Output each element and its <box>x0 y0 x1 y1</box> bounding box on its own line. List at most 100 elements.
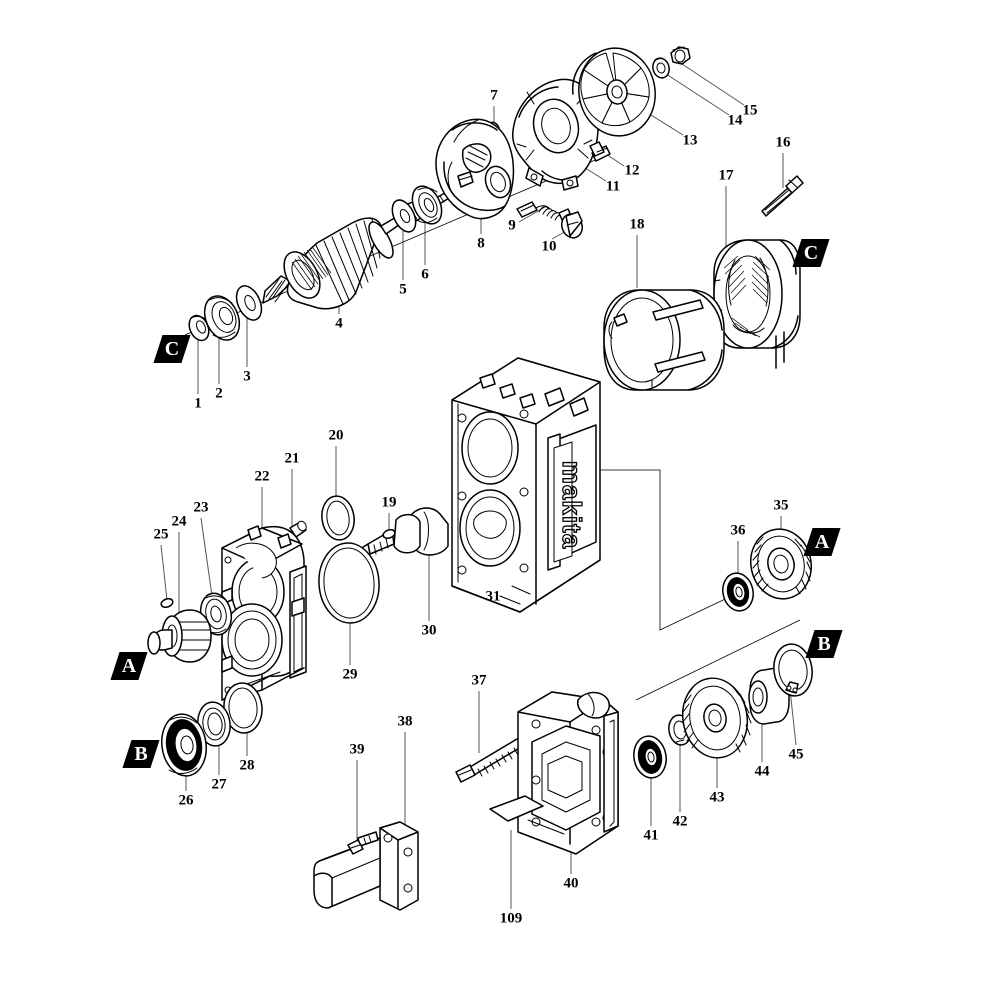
part-6-ball-bearing <box>411 185 443 225</box>
part-36-bearing <box>722 572 754 612</box>
callout-17: 17 <box>718 167 734 184</box>
callout-14: 14 <box>727 112 743 129</box>
callout-24: 24 <box>171 513 187 530</box>
leader-line-23 <box>200 517 213 597</box>
callout-41: 41 <box>643 827 659 844</box>
part-2-ball-bearing <box>203 295 241 341</box>
callout-37: 37 <box>471 672 487 689</box>
callout-9: 9 <box>508 217 516 234</box>
part-8-motor-bell-housing <box>435 118 515 220</box>
part-16-long-bolt <box>761 175 804 217</box>
part-39-bolt <box>347 831 379 855</box>
part-26-ball-bearing <box>161 713 207 777</box>
part-31-gear-housing: makita <box>451 357 601 613</box>
callout-15: 15 <box>742 102 758 119</box>
marker-plate: A <box>110 652 148 680</box>
callout-25: 25 <box>153 526 169 543</box>
marker-plate: C <box>153 335 191 363</box>
marker-letter: A <box>814 530 830 553</box>
callout-28: 28 <box>239 757 255 774</box>
callout-27: 27 <box>211 776 227 793</box>
callout-3: 3 <box>243 368 251 385</box>
callout-23: 23 <box>193 499 209 516</box>
leader-line-14 <box>662 71 730 116</box>
callout-40: 40 <box>563 875 579 892</box>
part-17-stator-core <box>713 239 801 369</box>
marker-plate: B <box>805 630 843 658</box>
part-18-motor-housing <box>603 289 725 391</box>
part-19-key <box>382 528 396 540</box>
callout-16: 16 <box>775 134 791 151</box>
callout-19: 19 <box>381 494 397 511</box>
marker-plate: C <box>792 239 830 267</box>
callout-30: 30 <box>421 622 437 639</box>
marker-plate: B <box>122 740 160 768</box>
callout-13: 13 <box>682 132 698 149</box>
marker-letter: C <box>803 241 819 264</box>
marker-c-right: C <box>792 239 830 267</box>
part-22-crank-housing <box>221 525 307 701</box>
marker-letter: B <box>134 742 148 765</box>
callout-5: 5 <box>399 281 407 298</box>
marker-b-right: B <box>805 630 843 658</box>
callout-26: 26 <box>178 792 194 809</box>
callout-12: 12 <box>624 162 640 179</box>
marker-letter: C <box>164 337 180 360</box>
part-20-o-ring <box>321 495 355 541</box>
part-37-bolt <box>455 735 527 783</box>
marker-a-right: A <box>803 528 841 556</box>
callout-1: 1 <box>194 395 202 412</box>
callout-36: 36 <box>730 522 746 539</box>
leader-line-25 <box>160 544 168 601</box>
callout-21: 21 <box>284 450 300 467</box>
part-5-washer <box>391 199 417 233</box>
callout-38: 38 <box>397 713 413 730</box>
callout-6: 6 <box>421 266 429 283</box>
part-12-screw <box>589 141 611 162</box>
callout-45: 45 <box>788 746 804 763</box>
marker-plate: A <box>803 528 841 556</box>
callout-18: 18 <box>629 216 645 233</box>
part-28-o-ring <box>223 682 263 734</box>
part-41-bearing <box>633 735 667 779</box>
part-13-cooling-fan <box>572 47 656 137</box>
callout-42: 42 <box>672 813 688 830</box>
callout-7: 7 <box>490 87 498 104</box>
marker-letter: B <box>817 632 831 655</box>
callout-22: 22 <box>254 468 270 485</box>
callout-4: 4 <box>335 315 343 332</box>
callout-29: 29 <box>342 666 358 683</box>
makita-brand-text: makita <box>557 461 587 549</box>
part-35-helical-gear <box>750 528 812 600</box>
part-11-fan-baffle <box>511 78 599 191</box>
callout-31: 31 <box>485 588 501 605</box>
callout-43: 43 <box>709 789 725 806</box>
part-23-bearing <box>199 592 233 636</box>
callout-20: 20 <box>328 427 344 444</box>
part-14-washer <box>652 57 670 79</box>
part-3-flat-washer <box>235 285 263 321</box>
part-109-nameplate <box>489 795 544 822</box>
callout-2: 2 <box>215 385 223 402</box>
leader-line-15 <box>678 61 745 106</box>
part-40-output-housing <box>517 691 619 855</box>
part-15-hex-nut <box>670 46 691 65</box>
marker-letter: A <box>121 654 137 677</box>
part-29-gasket-ring <box>318 542 380 624</box>
part-4-armature <box>262 179 472 310</box>
callout-11: 11 <box>605 178 621 195</box>
part-43-output-gear <box>681 677 752 759</box>
part-42-retaining-ring <box>668 714 692 746</box>
marker-a-left: A <box>110 652 148 680</box>
part-10-brush-cap <box>560 211 584 239</box>
callout-109: 109 <box>499 910 523 927</box>
callout-39: 39 <box>349 741 365 758</box>
part-24-pinion <box>147 609 212 663</box>
part-25-key <box>160 597 174 609</box>
callout-44: 44 <box>754 763 770 780</box>
marker-c-left: C <box>153 335 191 363</box>
callout-35: 35 <box>773 497 789 514</box>
part-45-snap-ring <box>773 643 813 697</box>
